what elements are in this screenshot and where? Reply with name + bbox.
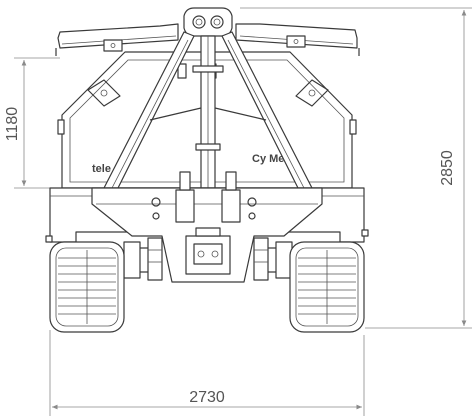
a-frame (103, 7, 313, 189)
decal-right: Cy Met (252, 153, 288, 165)
dimension-label-width: 2730 (189, 389, 225, 406)
suspension (123, 237, 293, 281)
chassis (45, 171, 369, 283)
right-wheel (289, 241, 365, 333)
dimension-label-frame-height: 1180 (4, 107, 21, 142)
dimension-label-height: 2850 (439, 150, 456, 186)
dimension-lines (14, 7, 472, 416)
left-wheel (49, 241, 125, 333)
